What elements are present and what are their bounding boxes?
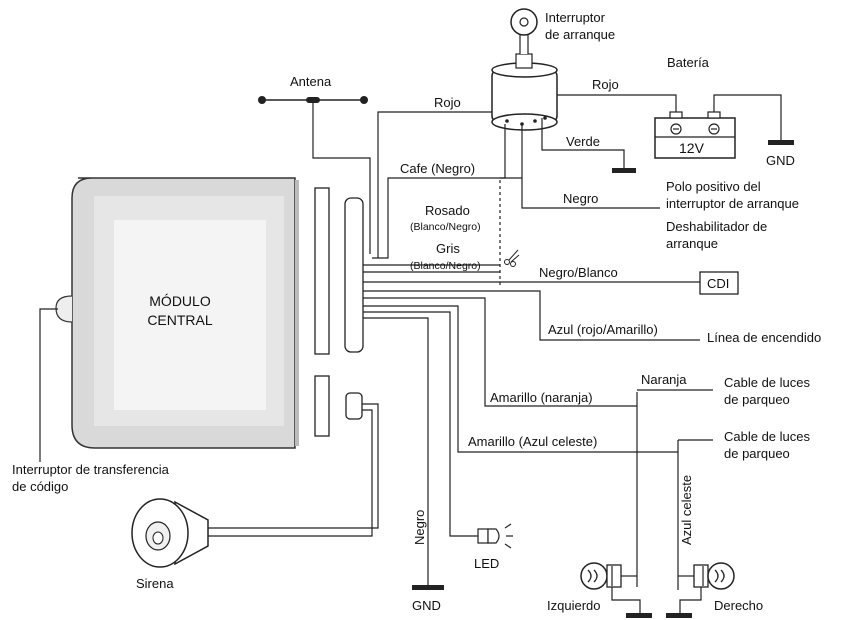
izquierdo-label: Izquierdo bbox=[547, 598, 600, 613]
wire-rojo-battery-label: Rojo bbox=[592, 77, 619, 92]
amarillo-azul-label: Amarillo (Azul celeste) bbox=[468, 434, 597, 449]
gris-label: Gris bbox=[436, 241, 460, 256]
connector-siren bbox=[345, 392, 363, 420]
antenna-label: Antena bbox=[290, 74, 332, 89]
ignition-switch-label-1: Interruptor bbox=[545, 10, 606, 25]
siren-icon bbox=[131, 498, 209, 568]
right-lamp-icon bbox=[666, 562, 735, 618]
connector-lower bbox=[314, 375, 330, 437]
cable-luces-1-label-1: Cable de luces bbox=[724, 375, 810, 390]
ignition-switch bbox=[491, 8, 558, 131]
cable-luces-2-label-1: Cable de luces bbox=[724, 429, 810, 444]
left-lamp-icon bbox=[580, 562, 652, 618]
azul-label: Azul (rojo/Amarillo) bbox=[548, 322, 658, 337]
deshab-label-1: Deshabilitador de bbox=[666, 219, 767, 234]
deshab-label-2: arranque bbox=[666, 236, 718, 251]
wire-verde-label: Verde bbox=[566, 134, 600, 149]
linea-encendido-label: Línea de encendido bbox=[707, 330, 821, 345]
ignition-switch-label-2: de arranque bbox=[545, 27, 615, 42]
module-label-2: CENTRAL bbox=[147, 312, 213, 328]
rosado-label: Rosado bbox=[425, 203, 470, 218]
negro-blanco-label: Negro/Blanco bbox=[539, 265, 618, 280]
negro-vertical-label: Negro bbox=[412, 510, 427, 545]
battery-label: Batería bbox=[667, 55, 710, 70]
cable-luces-2-label-2: de parqueo bbox=[724, 446, 790, 461]
gris-sub-label: (Blanco/Negro) bbox=[410, 260, 481, 272]
naranja-label: Naranja bbox=[641, 372, 687, 387]
battery-voltage: 12V bbox=[679, 140, 705, 156]
azul-celeste-label: Azul celeste bbox=[679, 475, 694, 545]
gnd-symbol-bottom bbox=[412, 585, 444, 590]
wire-cafe-label: Cafe (Negro) bbox=[400, 161, 475, 176]
wire-negro-label: Negro bbox=[563, 191, 598, 206]
wire-rojo-label: Rojo bbox=[434, 95, 461, 110]
polo-label-1: Polo positivo del bbox=[666, 179, 761, 194]
gnd-symbol-right bbox=[768, 140, 794, 145]
transfer-switch-button bbox=[55, 295, 73, 323]
connector-plug bbox=[344, 197, 364, 353]
polo-label-2: interruptor de arranque bbox=[666, 196, 799, 211]
antenna bbox=[258, 96, 371, 254]
led-icon bbox=[477, 523, 513, 549]
gnd-symbol-verde bbox=[612, 168, 636, 173]
amarillo-naranja-label: Amarillo (naranja) bbox=[490, 390, 593, 405]
gnd-right-label: GND bbox=[766, 153, 795, 168]
sirena-label: Sirena bbox=[136, 576, 174, 591]
led-label: LED bbox=[474, 556, 499, 571]
battery bbox=[654, 111, 736, 159]
central-module: MÓDULO CENTRAL bbox=[71, 177, 299, 449]
module-label-1: MÓDULO bbox=[149, 293, 211, 309]
cdi-label: CDI bbox=[707, 276, 729, 291]
cdi-box bbox=[699, 271, 739, 295]
connector-left bbox=[314, 187, 330, 355]
cable-luces-1-label-2: de parqueo bbox=[724, 392, 790, 407]
transfer-switch-label-1: Interruptor de transferencia bbox=[12, 462, 170, 477]
gnd-bottom-label: GND bbox=[412, 598, 441, 613]
rosado-sub-label: (Blanco/Negro) bbox=[410, 221, 481, 233]
transfer-switch-label-2: de código bbox=[12, 479, 68, 494]
derecho-label: Derecho bbox=[714, 598, 763, 613]
scissors-icon bbox=[504, 249, 520, 267]
